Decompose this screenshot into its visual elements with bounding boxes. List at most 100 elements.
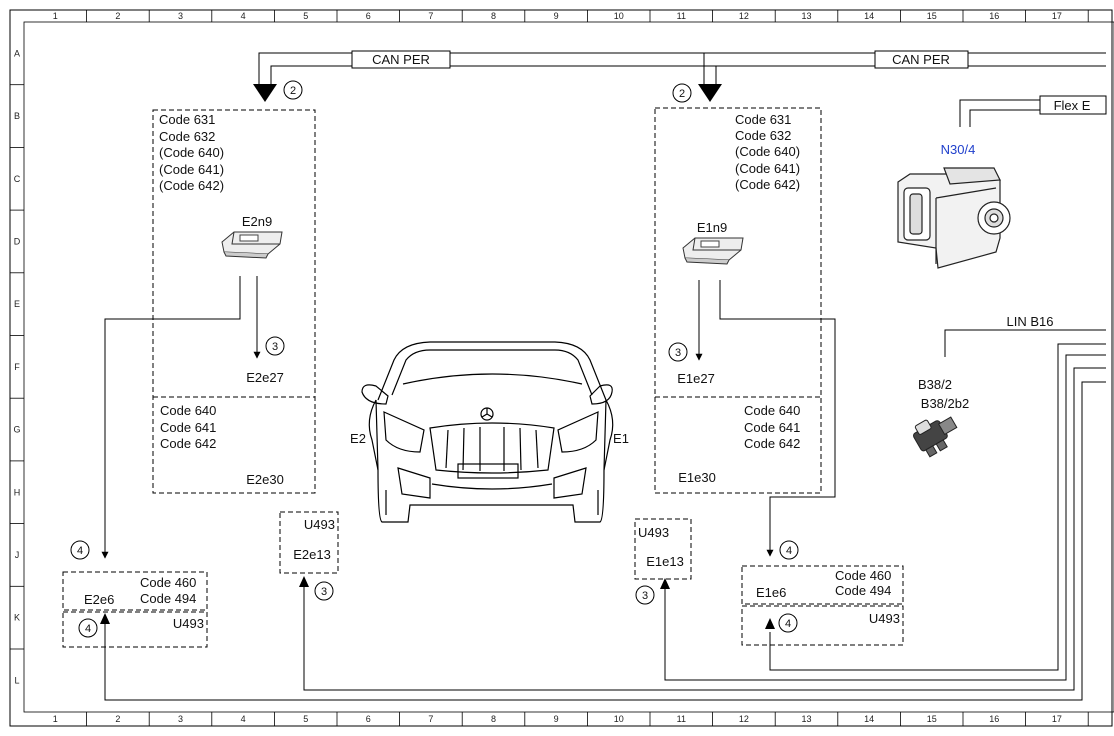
callout-4-e1e6-bottom: [778, 613, 798, 633]
grid-col-label: 7: [428, 11, 433, 21]
right-module-icon: [682, 237, 744, 265]
grid-row-label: A: [14, 48, 20, 58]
left-wire-to-e2e6: [101, 276, 241, 559]
can-label-left: CAN PER: [372, 52, 430, 67]
grid-row-label: K: [14, 613, 20, 623]
flex-label: Flex E: [1054, 98, 1091, 113]
grid-col-label: 6: [366, 11, 371, 21]
car-label-e1: E1: [613, 431, 629, 446]
callout-3-u493-right-text: 3: [642, 590, 648, 602]
grid-col-label: 5: [303, 714, 308, 724]
can-label-box-right: [874, 50, 969, 69]
grid-col-label: 11: [677, 11, 686, 21]
grid-col-label: 14: [864, 714, 874, 724]
e1e6-label: E1e6: [756, 585, 786, 600]
grid-row-label: G: [13, 425, 20, 435]
callout-3-left-text: 3: [272, 341, 278, 353]
lin-wiring: [104, 329, 1106, 701]
callout-2-right-text: 2: [679, 88, 685, 100]
grid-col-label: 10: [614, 714, 624, 724]
e1e6-code-2: Code 494: [835, 583, 891, 598]
left-code-5: (Code 642): [159, 178, 224, 193]
callout-2-right: [672, 83, 692, 103]
can-bus-lines: [258, 52, 1106, 85]
callout-4-e1e6-bottom-text: 4: [785, 618, 791, 630]
arrow-up-e1e13: [660, 578, 670, 589]
grid-col-label: 12: [739, 11, 749, 21]
grid-col-label: 7: [428, 714, 433, 724]
left-bottom-code-2: Code 641: [160, 420, 216, 435]
grid-col-label: 8: [491, 714, 496, 724]
right-code-2: Code 632: [735, 128, 791, 143]
grid-col-label: 10: [614, 11, 624, 21]
grid-col-label: 4: [241, 714, 246, 724]
left-code-4: (Code 641): [159, 162, 224, 177]
callout-4-e2e6-top-text: 4: [77, 545, 83, 557]
e2e6-label: E2e6: [84, 592, 114, 607]
outer-frame: [9, 9, 1113, 727]
n30-module-icon: [897, 167, 1011, 269]
arrow-up-e2e13: [299, 576, 309, 587]
right-headlamp-box: [654, 107, 822, 494]
grid-row-label: H: [14, 487, 21, 497]
callout-3-left: [265, 336, 285, 356]
flex-label-box: [1039, 95, 1107, 115]
right-code-3: (Code 640): [735, 144, 800, 159]
grid-col-label: 5: [303, 11, 308, 21]
right-bottom-code-3: Code 642: [744, 436, 800, 451]
grid-col-label: 17: [1052, 714, 1062, 724]
grid-row-label: D: [14, 236, 21, 246]
right-bottom-code-1: Code 640: [744, 403, 800, 418]
sensor-label-1: B38/2: [918, 377, 952, 392]
grid-col-label: 9: [554, 714, 559, 724]
right-module-label: E1n9: [697, 220, 727, 235]
grid-col-label: 6: [366, 714, 371, 724]
grid-col-label: 15: [927, 11, 937, 21]
grid-col-label: 2: [115, 714, 120, 724]
left-module-label: E2n9: [242, 214, 272, 229]
e1e6-u493-label: U493: [869, 611, 900, 626]
can-arrow-left: [253, 84, 277, 102]
grid-col-label: 16: [989, 714, 999, 724]
grid-col-label: 13: [801, 714, 811, 724]
car-front-illustration: [361, 341, 614, 523]
u493-right-code: U493: [638, 525, 669, 540]
grid-col-label: 16: [989, 11, 999, 21]
grid-col-label: 15: [927, 714, 937, 724]
grid-row-label: C: [14, 174, 21, 184]
right-code-1: Code 631: [735, 112, 791, 127]
flex-bus-lines: [959, 99, 1040, 127]
e1e6-code-1: Code 460: [835, 568, 891, 583]
e1e6-u493-box: [741, 605, 904, 646]
right-lamp-label: E1e27: [677, 371, 715, 386]
grid-ruler: 1122334455667788991010111112121313141415…: [10, 10, 1089, 726]
grid-col-label: 11: [677, 714, 686, 724]
e1e6-box: [741, 565, 904, 605]
sensor-icon: [913, 416, 958, 458]
left-lamp-label: E2e27: [246, 370, 284, 385]
left-bottom-label: E2e30: [246, 472, 284, 487]
callout-3-u493-right: [635, 585, 655, 605]
callout-4-e1e6-top: [779, 540, 799, 560]
arrow-up-e1e6: [765, 618, 775, 629]
right-code-4: (Code 641): [735, 161, 800, 176]
grid-col-label: 2: [115, 11, 120, 21]
left-headlamp-box: [152, 109, 316, 494]
right-bottom-label: E1e30: [678, 470, 716, 485]
callout-2-left-text: 2: [290, 85, 296, 97]
callout-4-e1e6-top-text: 4: [786, 545, 792, 557]
left-module-icon: [221, 231, 283, 259]
sensor-label-2: B38/2b2: [921, 396, 969, 411]
e2e6-u493-box: [62, 611, 208, 648]
grid-col-label: 8: [491, 11, 496, 21]
grid-col-label: 12: [739, 714, 749, 724]
left-code-3: (Code 640): [159, 145, 224, 160]
e2e6-u493-label: U493: [173, 616, 204, 631]
grid-row-label: F: [14, 362, 20, 372]
grid-col-label: 4: [241, 11, 246, 21]
can-label-box-left: [351, 50, 451, 69]
callout-3-u493-left: [314, 581, 334, 601]
u493-left-code: U493: [304, 517, 335, 532]
u493-right-label: E1e13: [646, 554, 684, 569]
